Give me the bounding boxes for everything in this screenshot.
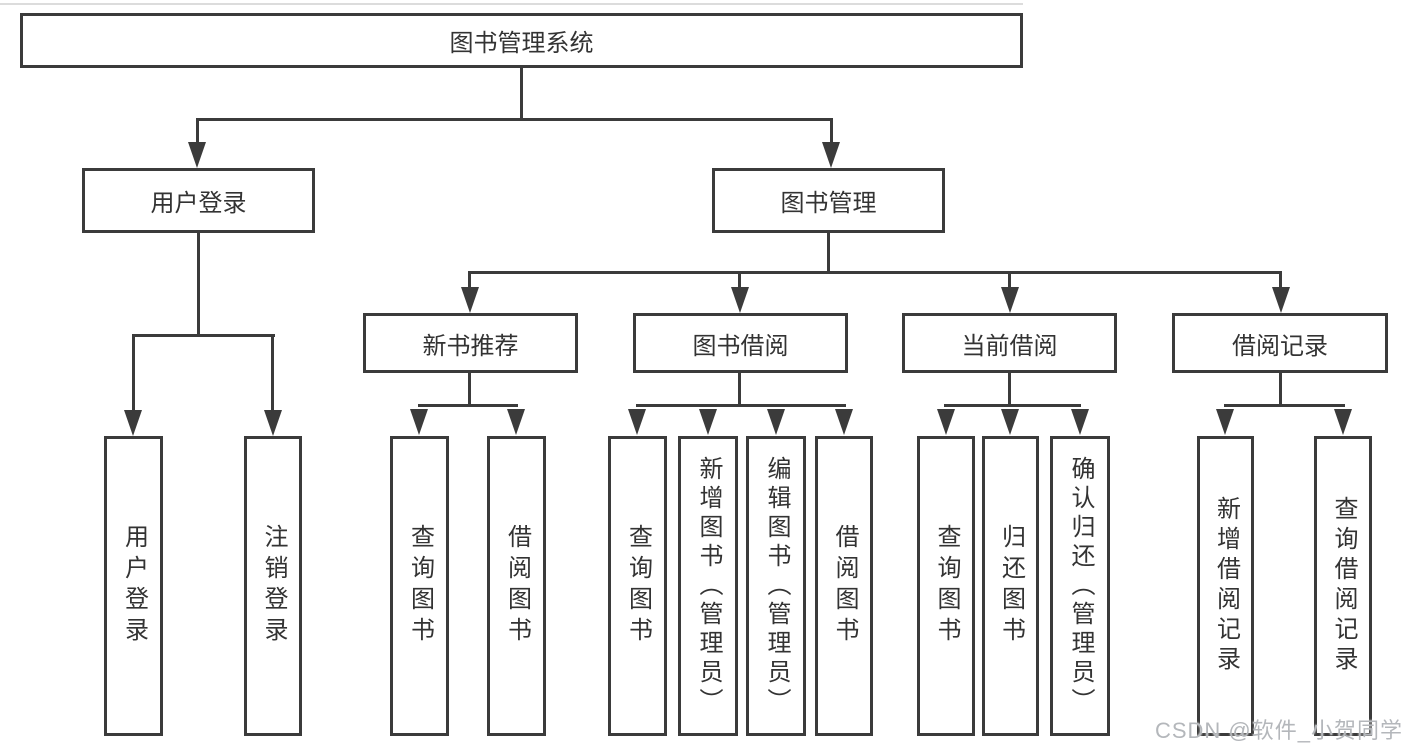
node-current-borrowing: 当前借阅 xyxy=(902,313,1117,373)
connector-drop-newbook xyxy=(468,271,471,289)
arrowhead-to-new-book xyxy=(461,287,479,313)
arrowhead-leaf-edit-book xyxy=(767,409,785,435)
arrowhead-to-book-management xyxy=(822,142,840,168)
connector-currentborrow-stem xyxy=(1008,373,1011,406)
connector-login-bar xyxy=(132,334,275,337)
connector-newbook-bar xyxy=(418,404,518,407)
connector-root-stem xyxy=(520,68,523,120)
connector-drop-records xyxy=(1279,271,1282,289)
leaf-query-borrow-record: 查询借阅记录 xyxy=(1314,436,1372,736)
arrowhead-leaf-query-book-1 xyxy=(410,409,428,435)
arrowhead-leaf-query-book-3 xyxy=(937,409,955,435)
connector-login-stem xyxy=(197,233,200,336)
connector-drop-currentborrow xyxy=(1008,271,1011,289)
connector-bookborrow-stem xyxy=(738,373,741,406)
leaf-borrow-book-2: 借阅图书 xyxy=(815,436,873,736)
connector-drop-mgmt xyxy=(830,118,833,144)
arrowhead-leaf-add-record xyxy=(1216,409,1234,435)
arrowhead-to-user-login xyxy=(188,142,206,168)
top-hairline xyxy=(0,3,1023,5)
leaf-query-book-1: 查询图书 xyxy=(390,436,449,736)
node-book-borrowing: 图书借阅 xyxy=(633,313,848,373)
node-new-book-recommendation: 新书推荐 xyxy=(363,313,578,373)
leaf-add-book-admin: 新增图书（管理员） xyxy=(678,436,738,736)
connector-drop-bookborrow xyxy=(738,271,741,289)
connector-newbook-stem xyxy=(468,373,471,406)
connector-bookborrow-bar xyxy=(636,404,846,407)
arrowhead-leaf-return-book xyxy=(1001,409,1019,435)
leaf-return-book: 归还图书 xyxy=(982,436,1039,736)
arrowhead-leaf-add-book xyxy=(699,409,717,435)
node-book-management: 图书管理 xyxy=(712,168,945,233)
arrowhead-leaf-confirm-return xyxy=(1071,409,1089,435)
arrowhead-to-login-leaf xyxy=(124,410,142,436)
node-library-management-system: 图书管理系统 xyxy=(20,13,1023,68)
arrowhead-leaf-borrow-book-2 xyxy=(835,409,853,435)
leaf-borrow-book-1: 借阅图书 xyxy=(487,436,546,736)
connector-currentborrow-bar xyxy=(944,404,1081,407)
node-user-login: 用户登录 xyxy=(82,168,315,233)
arrowhead-leaf-query-record xyxy=(1334,409,1352,435)
arrowhead-leaf-borrow-book-1 xyxy=(507,409,525,435)
connector-level3-bar xyxy=(468,271,1282,274)
leaf-query-book-3: 查询图书 xyxy=(917,436,975,736)
arrowhead-to-book-borrow xyxy=(731,287,749,313)
connector-drop-login xyxy=(196,118,199,144)
connector-drop-login-leaf2 xyxy=(271,334,274,412)
connector-records-bar xyxy=(1224,404,1345,407)
leaf-logout-login: 注销登录 xyxy=(244,436,302,736)
connector-drop-login-leaf1 xyxy=(132,334,135,412)
connector-records-stem xyxy=(1279,373,1282,406)
connector-mgmt-stem xyxy=(827,233,830,273)
arrowhead-leaf-query-book-2 xyxy=(628,409,646,435)
arrowhead-to-current-borrow xyxy=(1001,287,1019,313)
leaf-query-book-2: 查询图书 xyxy=(608,436,667,736)
leaf-edit-book-admin: 编辑图书（管理员） xyxy=(746,436,806,736)
arrowhead-to-borrow-records xyxy=(1272,287,1290,313)
leaf-user-login: 用户登录 xyxy=(104,436,163,736)
connector-level1-bar xyxy=(196,118,833,121)
csdn-watermark: CSDN @软件_小贺同学 xyxy=(1154,718,1403,743)
arrowhead-to-logout-leaf xyxy=(264,410,282,436)
node-borrowing-records: 借阅记录 xyxy=(1172,313,1388,373)
leaf-add-borrow-record: 新增借阅记录 xyxy=(1197,436,1254,736)
leaf-confirm-return-admin: 确认归还（管理员） xyxy=(1050,436,1110,736)
